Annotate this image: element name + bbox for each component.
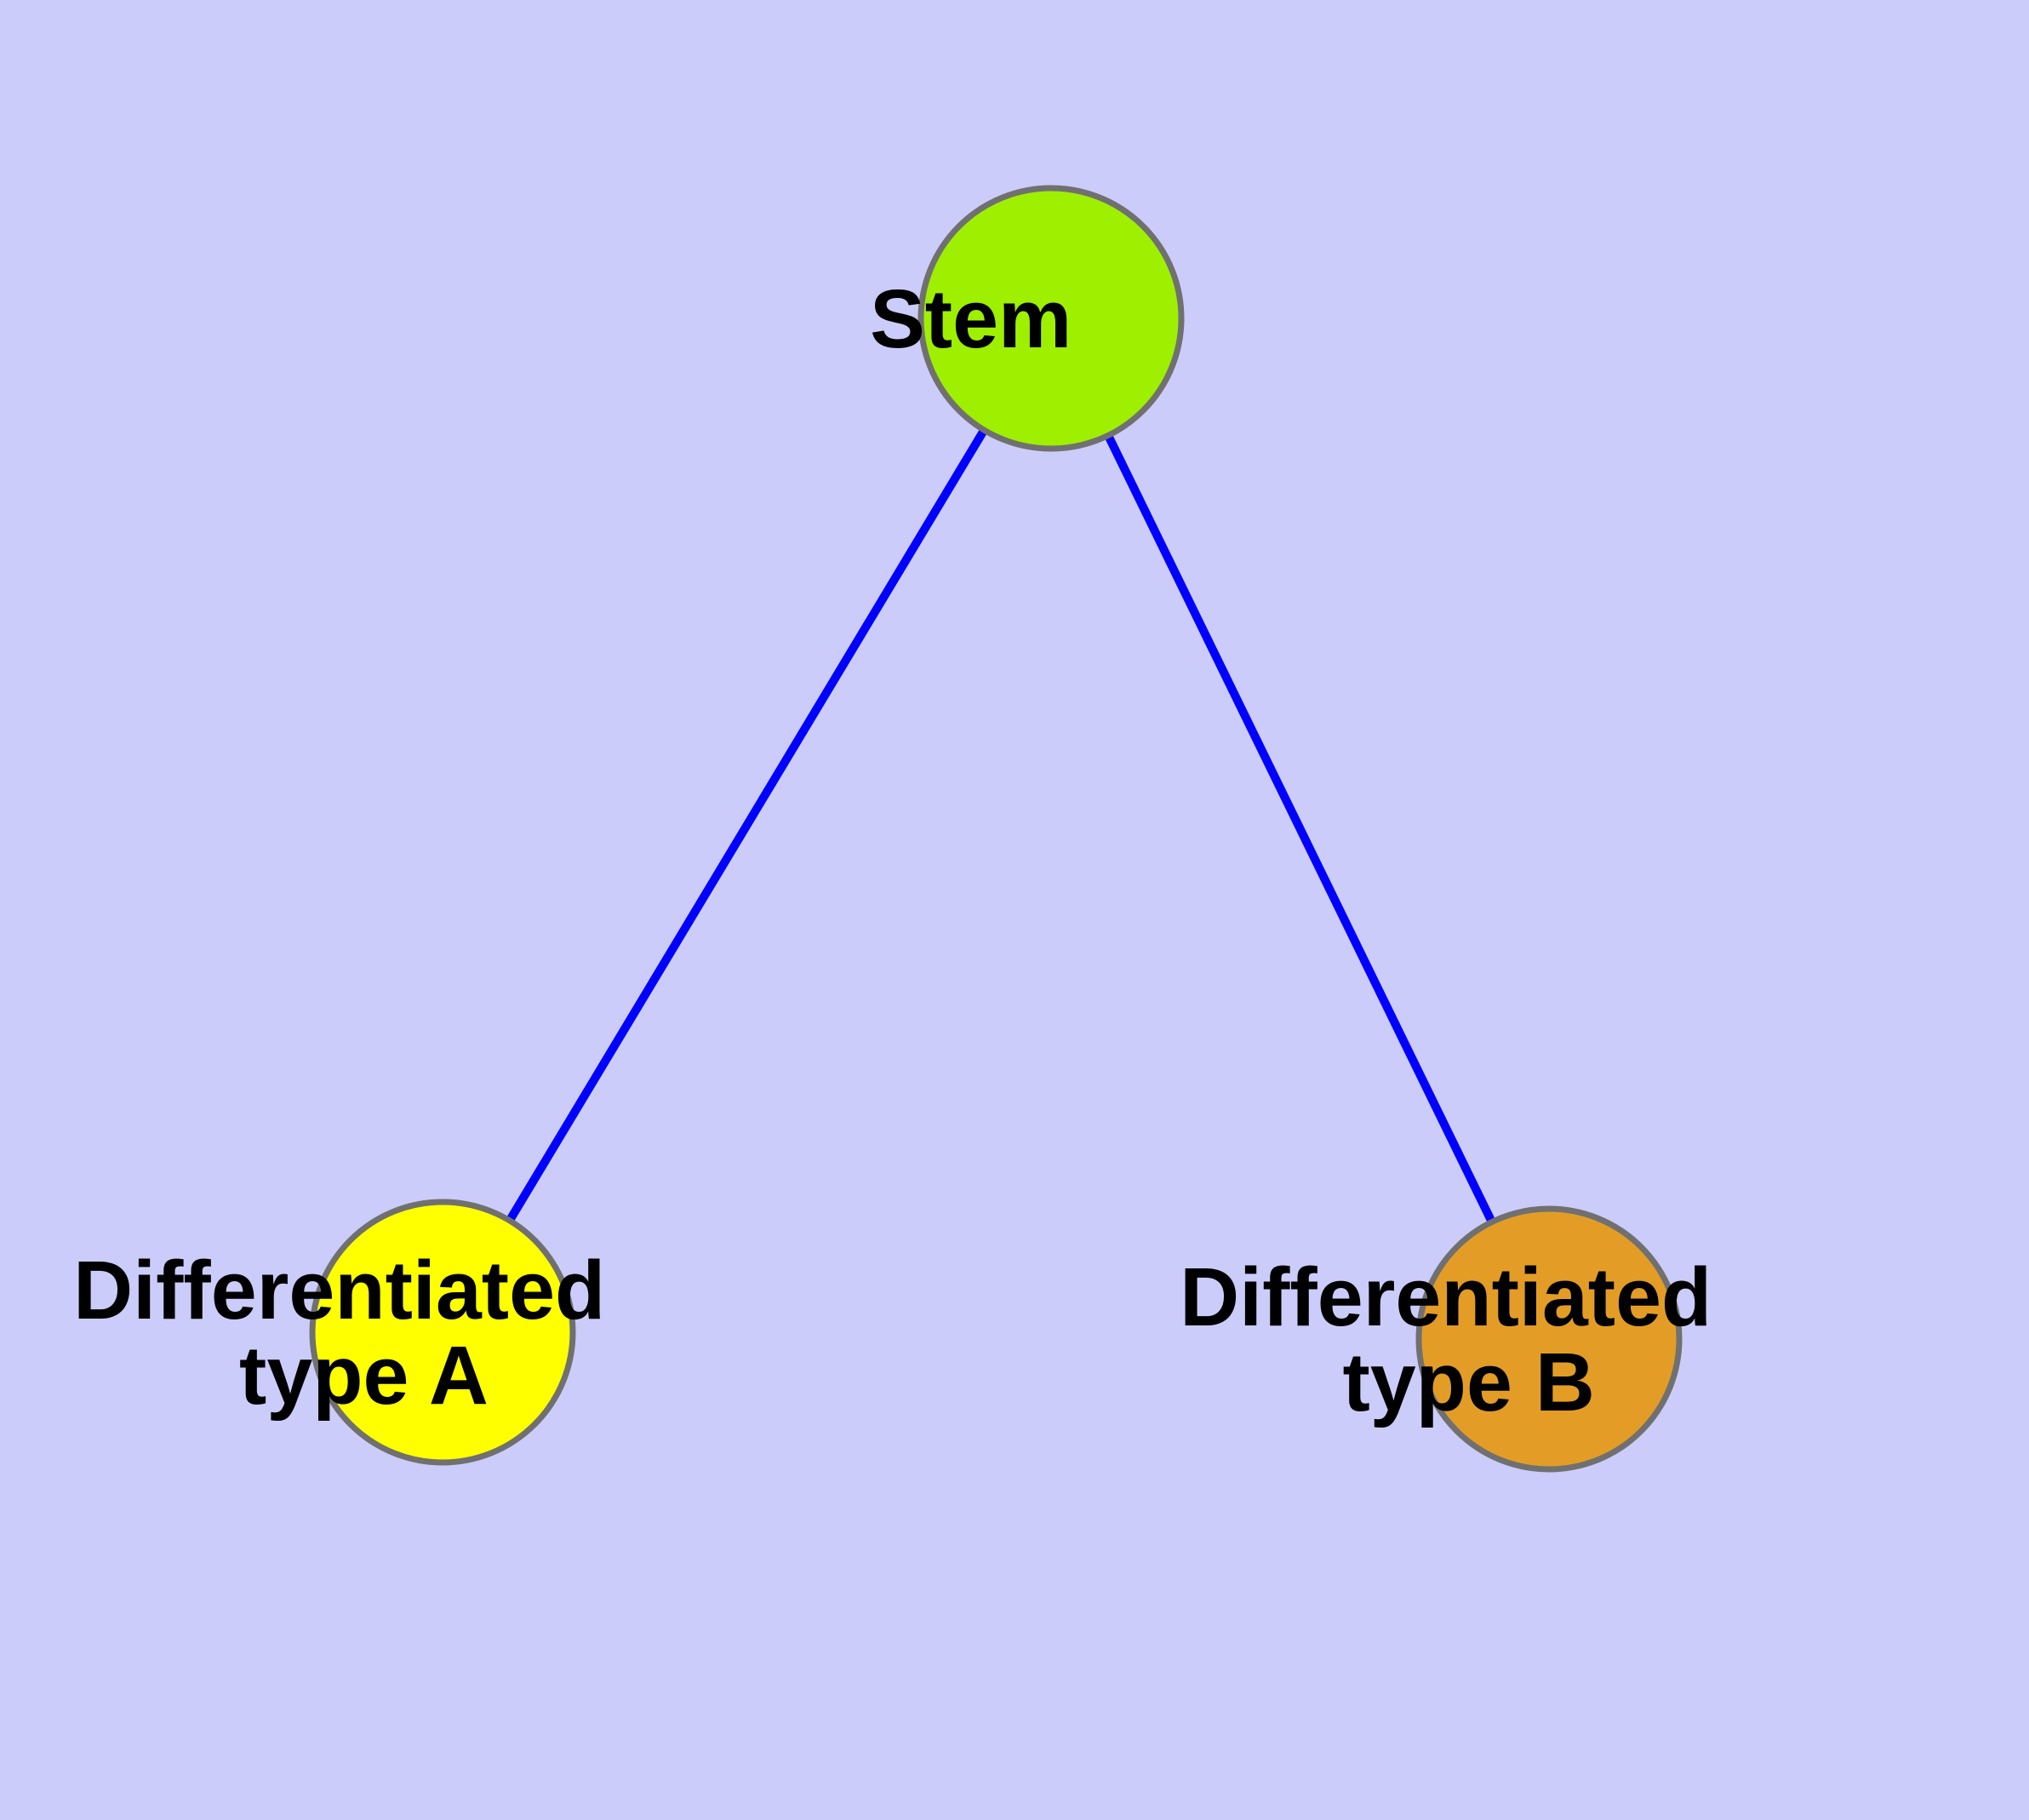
node-diff-b[interactable] <box>1415 1205 1683 1473</box>
edges-layer <box>503 377 1499 1229</box>
node-diff-b-label-line-1: Differentiated <box>1180 1251 1712 1343</box>
node-diff-b-circle[interactable] <box>1415 1205 1683 1473</box>
edge-stem-to-diff-b[interactable] <box>1078 381 1499 1229</box>
labels-layer: Stem Differentiated type A Differentiate… <box>0 0 1712 1428</box>
node-diff-a-label: Differentiated type A <box>0 0 812 1422</box>
node-diff-a-circle[interactable] <box>309 1199 576 1466</box>
node-diff-a-label-line-2: type A <box>239 1329 487 1422</box>
node-stem-label: Stem <box>0 0 1232 365</box>
nodes-layer <box>309 185 1683 1473</box>
edge-stem-to-diff-a[interactable] <box>503 377 1018 1228</box>
node-diff-b-label: Differentiated type B <box>1180 1251 1712 1428</box>
node-diff-a-label-line-1: Differentiated <box>73 1244 605 1336</box>
node-diff-b-label-line-2: type B <box>1342 1336 1594 1428</box>
node-stem-label-line-1: Stem <box>870 272 1072 365</box>
node-stem-circle[interactable] <box>917 185 1185 452</box>
node-stem[interactable] <box>917 185 1185 452</box>
node-diff-a[interactable] <box>309 1199 576 1466</box>
